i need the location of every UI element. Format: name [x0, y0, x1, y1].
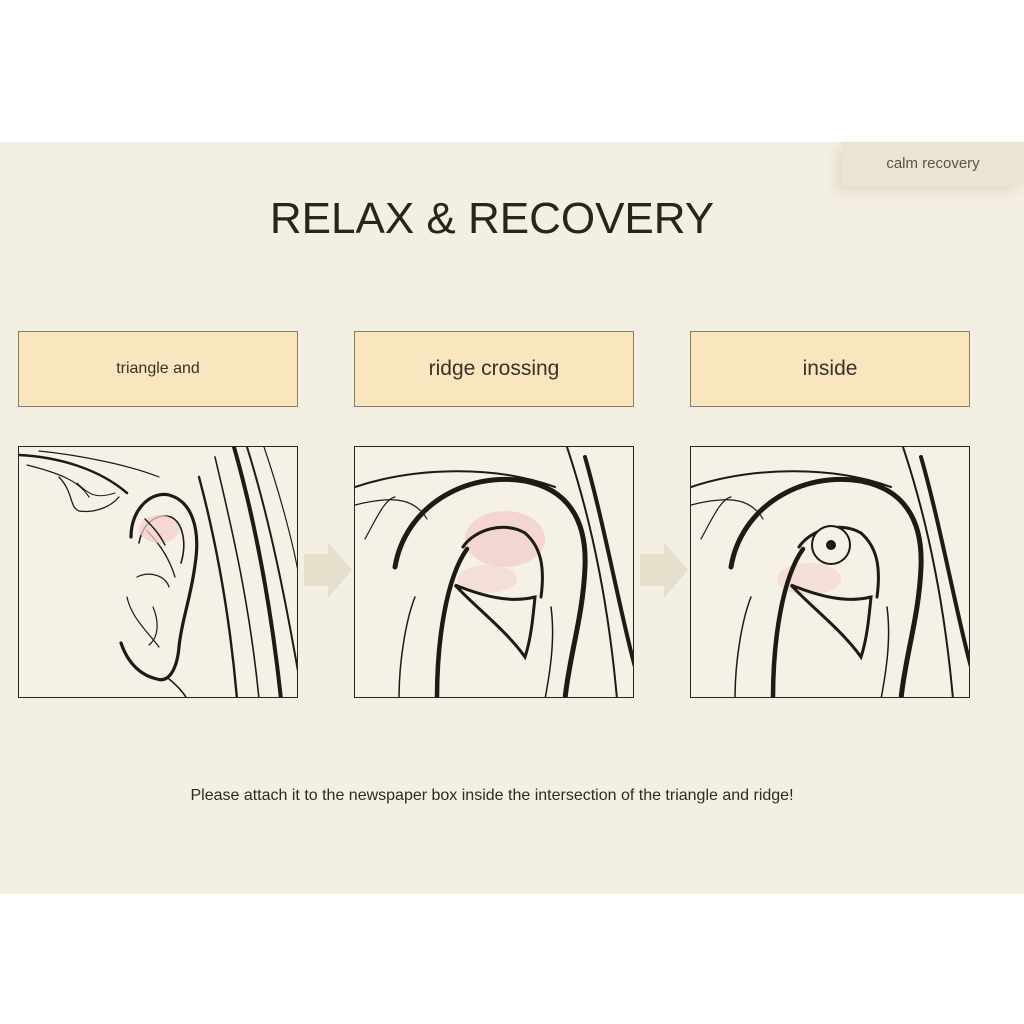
inside-point-drawing — [691, 447, 969, 697]
step-2-label: ridge crossing — [354, 331, 634, 407]
step-arrow-right-icon — [640, 542, 688, 598]
infographic-board: calm recovery RELAX & RECOVERY triangle … — [0, 142, 1024, 894]
ear-overview-drawing — [19, 447, 297, 697]
step-2-ear-illustration — [354, 446, 634, 698]
instruction-text: Please attach it to the newspaper box in… — [190, 787, 794, 804]
step-3-ear-illustration — [690, 446, 970, 698]
step-arrow-right-icon — [304, 542, 352, 598]
step-1-ear-illustration — [18, 446, 298, 698]
acupoint-marker — [811, 525, 851, 565]
page-title: RELAX & RECOVERY — [269, 194, 715, 243]
step-3-label: inside — [690, 331, 970, 407]
step-1-label: triangle and — [18, 331, 298, 407]
ridge-crossing-drawing — [355, 447, 633, 697]
brand-tag: calm recovery — [842, 142, 1024, 186]
